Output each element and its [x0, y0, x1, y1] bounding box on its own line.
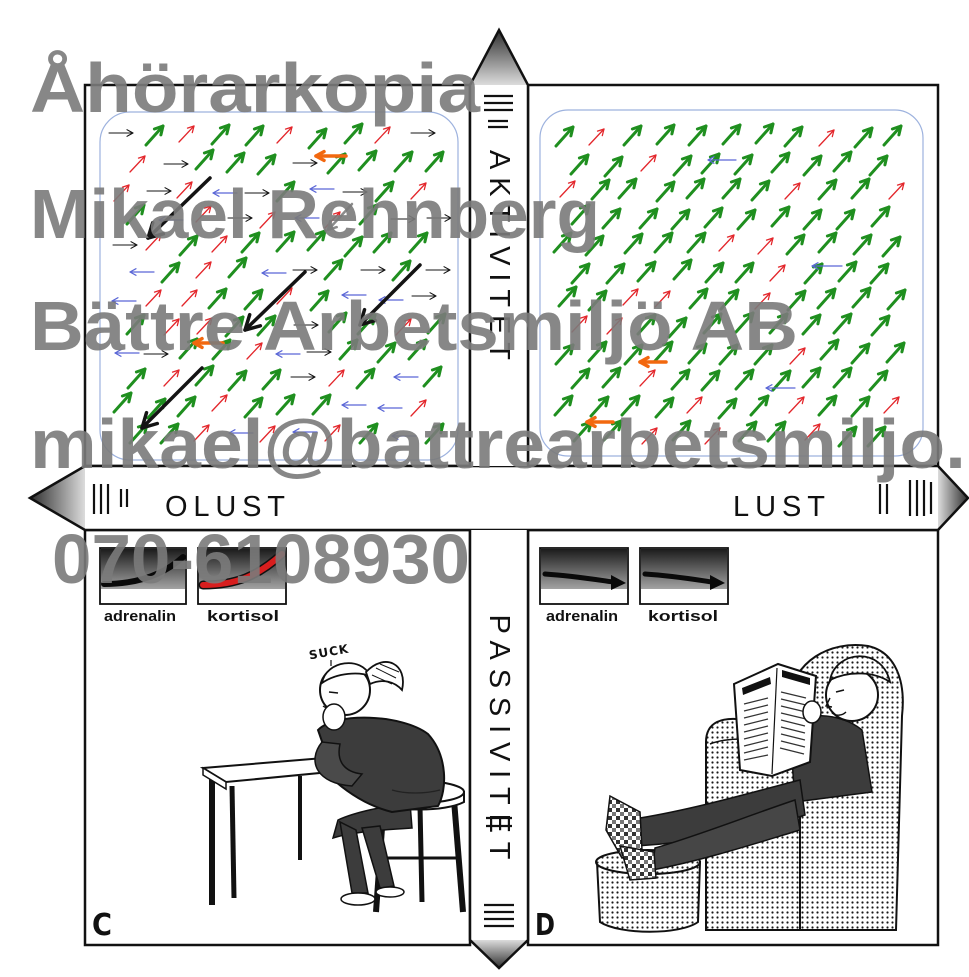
shoe [376, 887, 404, 897]
axis-label-olust: OLUST [165, 491, 285, 523]
hormone-chart-d-kortisol [640, 548, 728, 604]
watermark-line-3: Bättre Arbetsmiljö AB [30, 287, 798, 365]
hand [323, 704, 345, 730]
watermark-line-5: 070-6108930 [52, 520, 470, 598]
quadrant-letter-c: C [92, 908, 112, 943]
watermark-line-2: Mikael Rehnberg [30, 175, 600, 253]
watermark-line-1: Åhörarkopia [30, 49, 481, 127]
hand [803, 701, 821, 723]
kortisol-label-c: kortisol [207, 608, 279, 625]
adrenalin-label-d: adrenalin [546, 608, 618, 625]
newspaper [734, 664, 816, 776]
watermark-line-4: mikael@battrearbetsmiljo. [30, 405, 966, 483]
table-leg [232, 786, 234, 898]
kortisol-label-d: kortisol [648, 608, 718, 625]
hormone-chart-d-adrenalin [540, 548, 628, 604]
quadrant-letter-d: D [535, 908, 555, 943]
eye [329, 692, 338, 693]
adrenalin-label-c: adrenalin [104, 608, 176, 625]
bottom-arrow-tip [470, 940, 528, 968]
shoe [341, 893, 375, 905]
stool-leg [420, 806, 422, 902]
